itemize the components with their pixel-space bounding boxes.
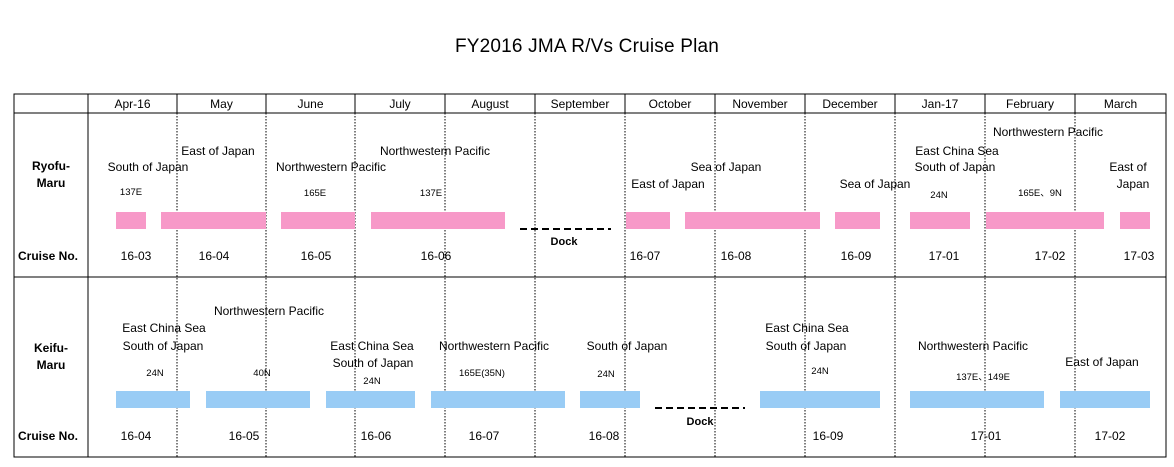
cruise-number: 17-03 bbox=[1124, 249, 1155, 263]
cruise-number: 16-04 bbox=[199, 249, 230, 263]
sea-area-label: South of Japan bbox=[108, 160, 189, 174]
line-detail-label: 24N bbox=[930, 190, 948, 201]
cruise-number: 16-06 bbox=[361, 429, 392, 443]
cruise-number: 16-08 bbox=[589, 429, 620, 443]
dock-label: Dock bbox=[551, 236, 579, 248]
month-header: March bbox=[1104, 97, 1137, 111]
sea-area-label: Sea of Japan bbox=[691, 160, 762, 174]
line-detail-label: 165E bbox=[304, 188, 326, 199]
sea-area-label: Northwestern Pacific bbox=[439, 339, 549, 353]
sea-area-label: Northwestern Pacific bbox=[214, 304, 324, 318]
month-header: Jan-17 bbox=[922, 97, 959, 111]
month-header: October bbox=[649, 97, 692, 111]
cruise-number: 17-02 bbox=[1095, 429, 1126, 443]
cruise-number: 16-07 bbox=[469, 429, 500, 443]
cruise-bar bbox=[626, 212, 670, 229]
cruise-number: 16-09 bbox=[813, 429, 844, 443]
cruise-bar bbox=[835, 212, 880, 229]
sea-area-label: East of Japan bbox=[1065, 355, 1138, 369]
cruise-bar bbox=[760, 391, 880, 408]
sea-area-label: South of Japan bbox=[766, 339, 847, 353]
cruise-bar bbox=[910, 391, 1044, 408]
cruise-bar bbox=[431, 391, 565, 408]
cruise-bar bbox=[1060, 391, 1150, 408]
sea-area-label: Northwestern Pacific bbox=[380, 144, 490, 158]
dock-label: Dock bbox=[687, 416, 715, 428]
cruise-number: 16-05 bbox=[301, 249, 332, 263]
sea-area-label: East China Sea bbox=[122, 321, 206, 335]
month-header: July bbox=[389, 97, 410, 111]
vessel-name: Keifu- bbox=[34, 341, 68, 355]
month-header: February bbox=[1006, 97, 1054, 111]
cruise-number: 17-01 bbox=[971, 429, 1002, 443]
cruise-bar bbox=[580, 391, 640, 408]
sea-area-label: Japan bbox=[1117, 177, 1150, 191]
line-detail-label: 137E bbox=[420, 188, 442, 199]
line-detail-label: 165E、9N bbox=[1018, 188, 1062, 199]
cruise-bar bbox=[281, 212, 355, 229]
line-detail-label: 24N bbox=[811, 366, 829, 377]
sea-area-label: South of Japan bbox=[123, 339, 204, 353]
month-header: November bbox=[732, 97, 787, 111]
sea-area-label: Sea of Japan bbox=[840, 177, 911, 191]
sea-area-label: East of bbox=[1109, 160, 1147, 174]
sea-area-label: South of Japan bbox=[915, 160, 996, 174]
line-detail-label: 24N bbox=[146, 368, 164, 379]
month-header: Apr-16 bbox=[114, 97, 150, 111]
line-detail-label: 137E、149E bbox=[956, 372, 1010, 383]
cruise-number: 16-04 bbox=[121, 429, 152, 443]
cruise-bar bbox=[685, 212, 820, 229]
month-header: June bbox=[297, 97, 323, 111]
cruise-number: 16-09 bbox=[841, 249, 872, 263]
cruise-bar bbox=[986, 212, 1104, 229]
sea-area-label: Northwestern Pacific bbox=[993, 125, 1103, 139]
cruise-bar bbox=[116, 391, 190, 408]
cruise-number: 16-06 bbox=[421, 249, 452, 263]
month-header: May bbox=[210, 97, 233, 111]
line-detail-label: 137E bbox=[120, 187, 142, 198]
cruise-number: 17-01 bbox=[929, 249, 960, 263]
sea-area-label: East China Sea bbox=[330, 339, 414, 353]
month-header: December bbox=[822, 97, 877, 111]
cruise-no-label: Cruise No. bbox=[18, 249, 78, 263]
sea-area-label: Northwestern Pacific bbox=[276, 160, 386, 174]
line-detail-label: 24N bbox=[597, 369, 615, 380]
sea-area-label: East China Sea bbox=[915, 144, 999, 158]
cruise-bar bbox=[116, 212, 146, 229]
vessel-name: Maru bbox=[37, 176, 66, 190]
vessel-name: Ryofu- bbox=[32, 159, 70, 173]
chart-title: FY2016 JMA R/Vs Cruise Plan bbox=[454, 36, 720, 57]
cruise-number: 16-08 bbox=[721, 249, 752, 263]
sea-area-label: East China Sea bbox=[765, 321, 849, 335]
cruise-number: 16-03 bbox=[121, 249, 152, 263]
line-detail-label: 165E(35N) bbox=[459, 368, 505, 379]
line-detail-label: 24N bbox=[363, 376, 381, 387]
line-detail-label: 40N bbox=[253, 368, 271, 379]
cruise-number: 16-07 bbox=[630, 249, 661, 263]
cruise-bar bbox=[206, 391, 310, 408]
cruise-number: 16-05 bbox=[229, 429, 260, 443]
sea-area-label: East of Japan bbox=[631, 177, 704, 191]
vessel-name: Maru bbox=[37, 358, 66, 372]
sea-area-label: East of Japan bbox=[181, 144, 254, 158]
cruise-bar bbox=[326, 391, 415, 408]
month-header: August bbox=[471, 97, 509, 111]
cruise-bar bbox=[1120, 212, 1150, 229]
sea-area-label: South of Japan bbox=[333, 356, 414, 370]
month-header: September bbox=[551, 97, 610, 111]
cruise-bar bbox=[161, 212, 266, 229]
cruise-bar bbox=[371, 212, 505, 229]
sea-area-label: Northwestern Pacific bbox=[918, 339, 1028, 353]
table-frame bbox=[13, 93, 1167, 458]
cruise-bar bbox=[910, 212, 970, 229]
cruise-no-label: Cruise No. bbox=[18, 429, 78, 443]
cruise-number: 17-02 bbox=[1035, 249, 1066, 263]
sea-area-label: South of Japan bbox=[587, 339, 668, 353]
